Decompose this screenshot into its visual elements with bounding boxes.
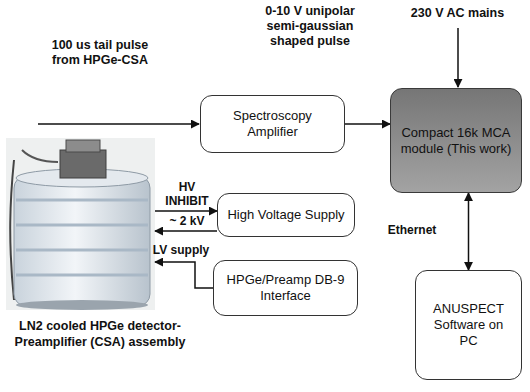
input-arrow — [38, 123, 199, 125]
edge-label: LV supply — [150, 243, 212, 257]
supply-box: High Voltage Supply — [217, 193, 355, 237]
dewar-body — [14, 176, 150, 306]
signal-note: 230 V AC mains — [395, 6, 520, 21]
mca-box: Compact 16k MCA module (This work) — [390, 88, 522, 193]
box-label: HPGe/Preamp DB-9 Interface — [221, 272, 350, 304]
interface-box: HPGe/Preamp DB-9 Interface — [213, 260, 358, 316]
detector-illustration — [6, 138, 155, 310]
connector-arrow — [345, 123, 390, 125]
edge-label: Ethernet — [372, 223, 452, 237]
process-box: Spectroscopy Amplifier — [200, 95, 345, 153]
box-label: Compact 16k MCA module (This work) — [398, 125, 514, 157]
detector-neck — [60, 150, 106, 178]
box-label: High Voltage Supply — [227, 207, 344, 223]
signal-note: 100 us tail pulse from HPGe-CSA — [45, 38, 155, 68]
connector-arrow — [155, 262, 213, 288]
box-label: Spectroscopy Amplifier — [208, 108, 337, 140]
cable — [22, 150, 58, 162]
cable — [10, 160, 14, 300]
box-label: ANUSPECT Software on PC — [423, 301, 514, 349]
detector-cap — [66, 140, 100, 152]
connector-arrow — [155, 210, 217, 212]
edge-label: HV INHIBIT — [158, 180, 216, 208]
software-box: ANUSPECT Software on PC — [415, 270, 522, 380]
photo-ground — [6, 138, 155, 310]
mains-arrow — [457, 28, 459, 87]
connector-arrow — [155, 230, 217, 232]
signal-note: 0-10 V unipolar semi-gaussian shaped pul… — [250, 4, 370, 49]
dewar-bands — [16, 200, 148, 275]
dewar-base — [16, 300, 148, 310]
photo-caption: LN2 cooled HPGe detector- Preamplifier (… — [5, 318, 195, 350]
edge-label: ~ 2 kV — [158, 214, 216, 228]
connector-arrow — [468, 193, 470, 270]
detector-photo: LN2 cooled HPGe detector- Preamplifier (… — [5, 138, 155, 310]
